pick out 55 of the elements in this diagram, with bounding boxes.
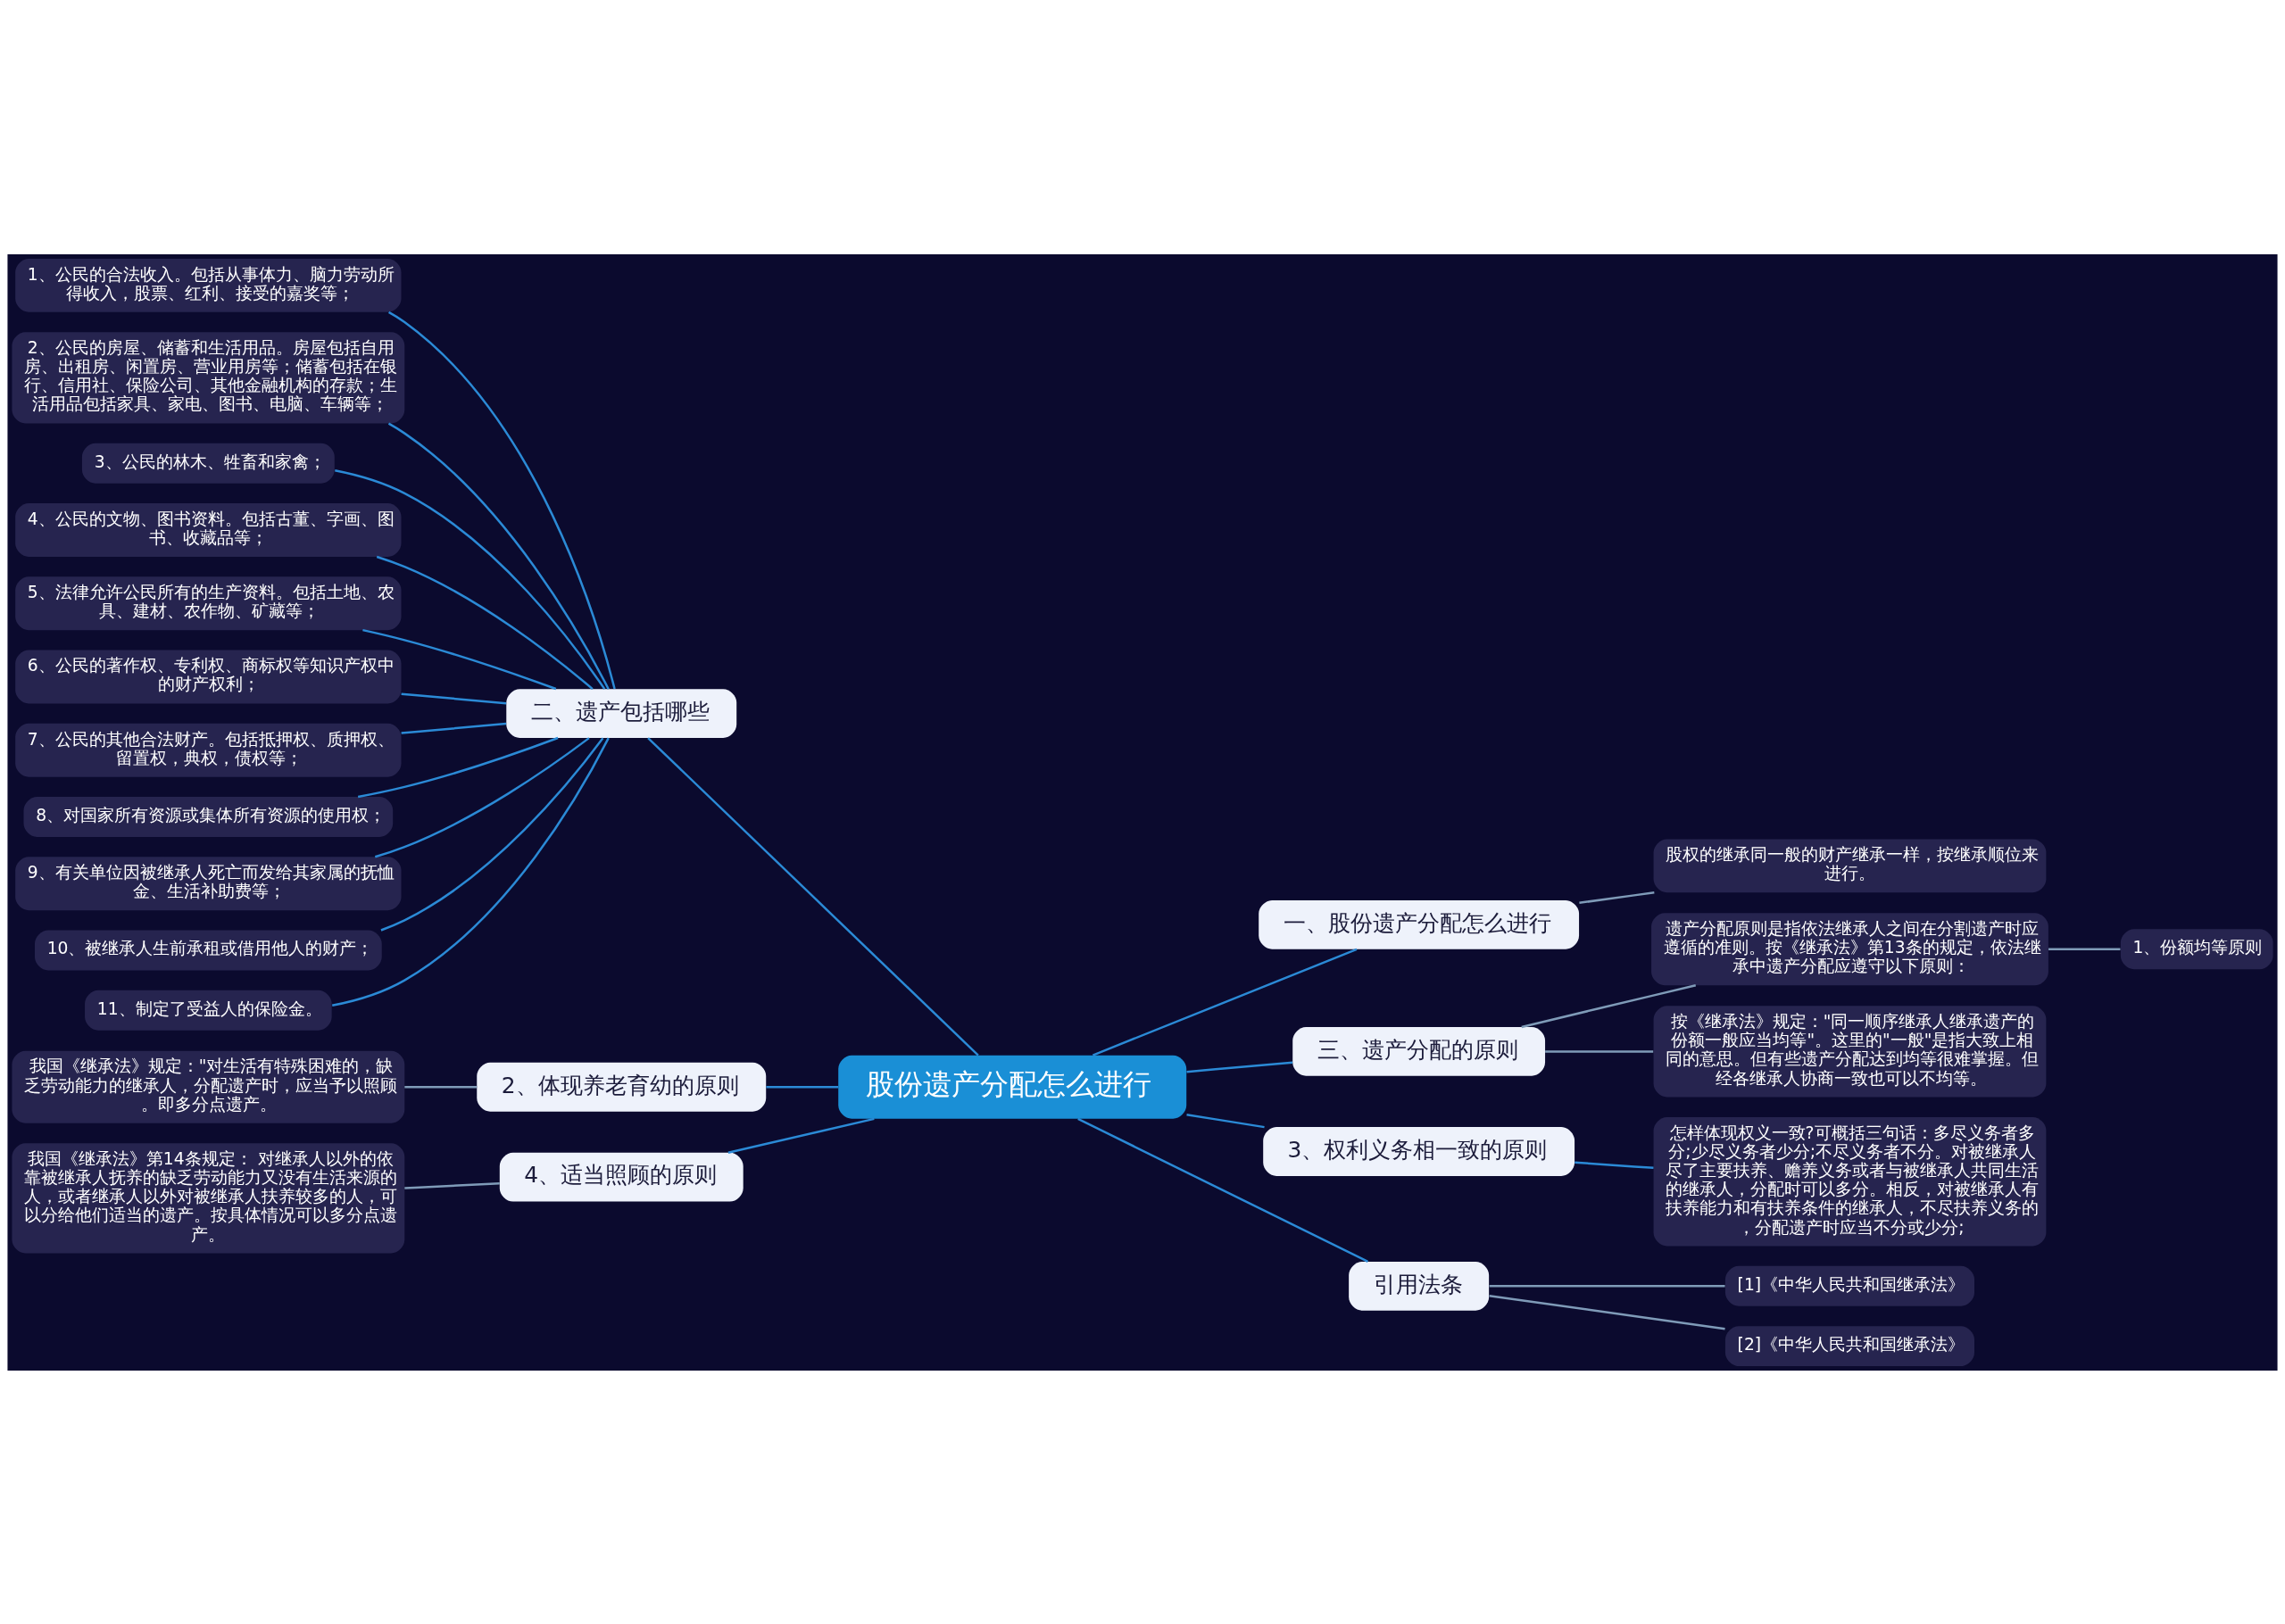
connector bbox=[374, 736, 590, 858]
connector bbox=[404, 1181, 500, 1189]
node-box: 1、份额均等原则 bbox=[2120, 928, 2273, 969]
connector bbox=[387, 311, 616, 689]
connector bbox=[2048, 948, 2121, 950]
node-box: 股份遗产分配怎么进行 bbox=[838, 1055, 1187, 1119]
node-box: 按《继承法》规定："同一顺序继承人继承遗产的份额一般应当均等"。这里的"一般"是指大致上相同的意思。但有些遗产分配达到均等很难掌握。但经各继承人协商一致也可以不均等。 bbox=[1653, 1005, 2047, 1097]
connector bbox=[766, 1085, 839, 1088]
node-box: 5、法律允许公民所有的生产资料。包括土地、农具、建材、农作物、矿藏等； bbox=[15, 576, 402, 630]
connector bbox=[1077, 1117, 1368, 1263]
node-box: 11、制定了受益人的保险金。 bbox=[85, 990, 332, 1031]
node-box: 9、有关单位因被继承人死亡而发给其家属的抚恤金、生活补助费等； bbox=[15, 856, 402, 910]
connector bbox=[335, 468, 606, 690]
node-box: 引用法条 bbox=[1349, 1261, 1490, 1311]
connector bbox=[401, 722, 507, 734]
connector bbox=[401, 692, 507, 704]
connector bbox=[1575, 1160, 1654, 1169]
connector bbox=[387, 422, 610, 690]
node-box: 我国《继承法》第14条规定： 对继承人以外的依靠被继承人抚养的缺乏劳动能力又没有生活来源的人，或者继承人以外对被继承人扶养较多的人，可以分给他们适当的遗产。按具体情况可以多分点遗产。 bbox=[12, 1142, 405, 1254]
connector bbox=[362, 628, 557, 690]
connector bbox=[1545, 1049, 1654, 1053]
node-box: 6、公民的著作权、专利权、商标权等知识产权中的财产权利； bbox=[15, 650, 402, 703]
connector bbox=[404, 1085, 478, 1088]
node-box: 3、权利义务相一致的原则 bbox=[1263, 1126, 1575, 1176]
connector bbox=[1186, 1113, 1265, 1128]
node-box: 4、公民的文物、图书资料。包括古董、字画、图书、收藏品等； bbox=[15, 502, 402, 557]
node-box: 我国《继承法》规定："对生活有特殊困难的，缺乏劳动能力的继承人，分配遗产时，应当予以照顾。即多分点遗产。 bbox=[12, 1050, 405, 1123]
connector bbox=[1186, 1061, 1293, 1073]
connector bbox=[380, 737, 604, 932]
connector bbox=[1092, 948, 1358, 1056]
node-box: 2、体现养老育幼的原则 bbox=[477, 1062, 767, 1112]
node-box: 3、公民的林木、牲畜和家禽； bbox=[81, 443, 335, 484]
node-box: 2、公民的房屋、储蓄和生活用品。房屋包括自用房、出租房、闲置房、营业用房等；储蓄包括在银行、信用社、保险公司、其他金融机构的存款；生活用品包括家具、家电、图书、电脑、车辆等； bbox=[12, 331, 405, 423]
node-box: 一、股份遗产分配怎么进行 bbox=[1259, 899, 1580, 949]
node-box: 8、对国家所有资源或集体所有资源的使用权； bbox=[23, 796, 394, 837]
node-box: 股权的继承同一般的财产继承一样，按继承顺位来进行。 bbox=[1653, 838, 2047, 892]
node-box: [1]《中华人民共和国继承法》 bbox=[1724, 1265, 1974, 1306]
node-box: [2]《中华人民共和国继承法》 bbox=[1724, 1325, 1974, 1366]
connector bbox=[1489, 1284, 1725, 1288]
node-box: 遗产分配原则是指依法继承人之间在分割遗产时应遵循的准则。按《继承法》第13条的规定，依法继承中遗产分配应遵守以下原则： bbox=[1651, 912, 2048, 985]
node-box: 7、公民的其他合法财产。包括抵押权、质押权、留置权，典权，债权等； bbox=[15, 723, 402, 777]
node-box: 怎样体现权义一致?可概括三句话：多尽义务者多分;少尽义务者少分;不尽义务者不分。对被继承人尽了主要扶养、赡养义务或者与被继承人共同生活的继承人，分配时可以多分。相反，对被继承人有扶养能力和有扶养条件的继承人，不尽扶养义务的，分配遗产时应当不分或少分; bbox=[1653, 1116, 2047, 1246]
connector bbox=[1579, 891, 1655, 904]
node-box: 10、被继承人生前承租或借用他人的财产； bbox=[34, 930, 382, 970]
node-box: 二、遗产包括哪些 bbox=[506, 688, 737, 738]
node-box: 4、适当照顾的原则 bbox=[499, 1152, 744, 1202]
connector bbox=[357, 736, 559, 798]
connector bbox=[1489, 1294, 1725, 1330]
connector bbox=[727, 1117, 875, 1154]
node-box: 1、公民的合法收入。包括从事体力、脑力劳动所得收入，股票、红利、接受的嘉奖等； bbox=[15, 258, 402, 312]
connector bbox=[647, 736, 979, 1056]
node-box: 三、遗产分配的原则 bbox=[1292, 1026, 1546, 1076]
connector bbox=[1521, 983, 1697, 1028]
connector bbox=[376, 555, 594, 690]
connector bbox=[332, 737, 610, 1007]
